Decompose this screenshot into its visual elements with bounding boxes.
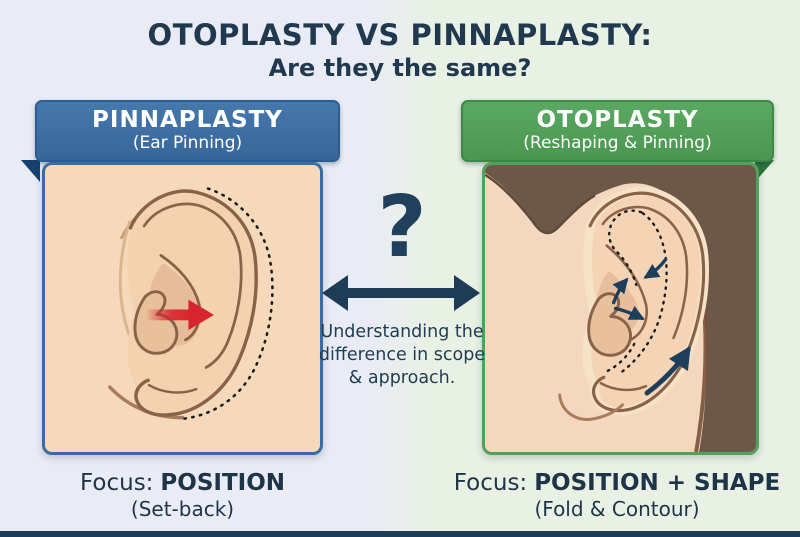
otoplasty-focus-caption: Focus:POSITION + SHAPE (Fold & Contour) <box>452 470 782 521</box>
pinnaplasty-title: PINNAPLASTY <box>92 107 283 134</box>
left-focus-term: POSITION <box>160 470 286 496</box>
otoplasty-title: OTOPLASTY <box>536 107 699 134</box>
page-title: OTOPLASTY VS PINNAPLASTY: Are they the s… <box>0 18 800 82</box>
hairline-stroke <box>485 173 596 235</box>
left-focus-note: (Set-back) <box>130 497 235 521</box>
right-focus-note: (Fold & Contour) <box>534 497 700 521</box>
ear-reshaping-illustration <box>485 165 756 452</box>
otoplasty-subtitle: (Reshaping & Pinning) <box>523 133 712 154</box>
pinnaplasty-header: PINNAPLASTY (Ear Pinning) <box>35 100 340 162</box>
dotted-original-position-outline <box>183 187 274 420</box>
ear-setback-illustration <box>108 187 274 420</box>
red-setback-arrow-icon <box>147 299 214 331</box>
right-focus-term: POSITION + SHAPE <box>534 470 781 496</box>
left-ribbon-fold <box>21 160 40 182</box>
pinnaplasty-illustration-panel <box>42 162 323 455</box>
double-headed-arrow-icon <box>322 275 480 311</box>
otoplasty-header: OTOPLASTY (Reshaping & Pinning) <box>461 100 774 162</box>
otoplasty-illustration-panel <box>482 162 759 455</box>
dotted-fold-lines <box>605 209 668 373</box>
pinnaplasty-focus-caption: Focus:POSITION (Set-back) <box>40 470 325 521</box>
connector-caption: Understanding the difference in scope & … <box>308 321 496 390</box>
right-focus-prefix: Focus: <box>453 470 528 496</box>
connector-caption-line-1: Understanding the <box>320 322 484 342</box>
hair <box>485 165 756 452</box>
title-line-1: OTOPLASTY VS PINNAPLASTY: <box>147 18 653 52</box>
navy-fold-arrow-icons <box>611 257 691 396</box>
connector-caption-line-2: difference in scope <box>318 345 486 366</box>
left-focus-prefix: Focus: <box>79 470 154 496</box>
connector-caption-line-3: & approach. <box>348 368 456 389</box>
question-mark-icon: ? <box>377 178 427 277</box>
pinnaplasty-subtitle: (Ear Pinning) <box>132 133 243 154</box>
bottom-accent-bar <box>0 531 800 537</box>
title-line-2: Are they the same? <box>268 54 532 82</box>
